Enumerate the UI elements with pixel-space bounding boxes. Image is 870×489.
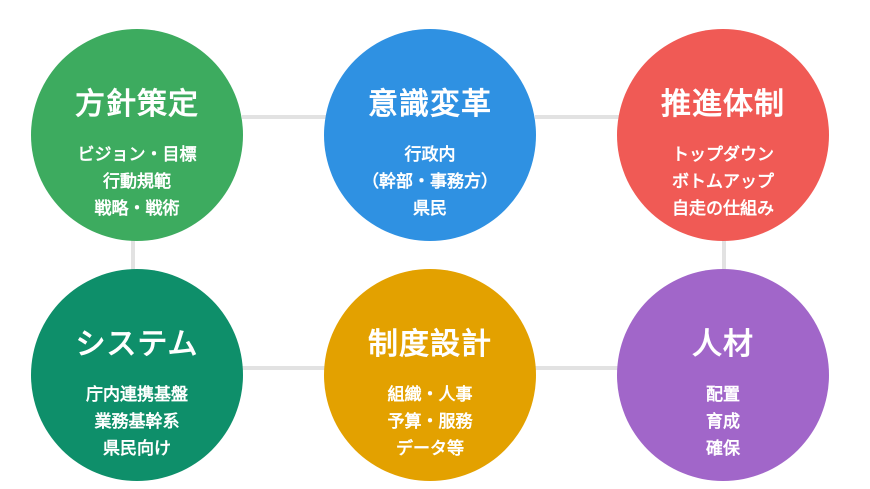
circle-title: 制度設計 — [368, 327, 492, 362]
circle-item: 組織・人事 — [387, 385, 473, 405]
circle-item: トップダウン — [672, 145, 774, 165]
circle-personnel: 人材 配置 育成 確保 — [617, 269, 829, 481]
circle-item: 自走の仕組み — [672, 199, 774, 219]
circle-item: （幹部・事務方） — [362, 172, 498, 192]
circle-title: システム — [75, 327, 199, 362]
circle-items: 組織・人事 予算・服務 データ等 — [324, 382, 536, 463]
circle-policy: 方針策定 ビジョン・目標 行動規範 戦略・戦術 — [31, 29, 243, 241]
circle-title: 人材 — [692, 327, 754, 362]
circle-institution: 制度設計 組織・人事 予算・服務 データ等 — [324, 269, 536, 481]
circle-items: 庁内連携基盤 業務基幹系 県民向け — [31, 382, 243, 463]
circle-item: 行動規範 — [103, 172, 171, 192]
circle-mindset: 意識変革 行政内 （幹部・事務方） 県民 — [324, 29, 536, 241]
circle-item: 庁内連携基盤 — [86, 385, 188, 405]
circle-item: 県民向け — [103, 439, 171, 459]
circle-structure: 推進体制 トップダウン ボトムアップ 自走の仕組み — [617, 29, 829, 241]
circle-item: 育成 — [706, 412, 740, 432]
circle-items: ビジョン・目標 行動規範 戦略・戦術 — [31, 142, 243, 223]
circle-items: 行政内 （幹部・事務方） 県民 — [324, 142, 536, 223]
circle-item: 予算・服務 — [387, 412, 473, 432]
circle-item: データ等 — [396, 439, 464, 459]
circle-items: 配置 育成 確保 — [617, 382, 829, 463]
circle-system: システム 庁内連携基盤 業務基幹系 県民向け — [31, 269, 243, 481]
circle-items: トップダウン ボトムアップ 自走の仕組み — [617, 142, 829, 223]
circle-title: 方針策定 — [75, 87, 199, 122]
circle-item: ビジョン・目標 — [77, 145, 197, 165]
circle-item: 行政内 — [404, 145, 456, 165]
circle-item: ボトムアップ — [672, 172, 774, 192]
circle-item: 業務基幹系 — [94, 412, 180, 432]
circle-item: 配置 — [706, 385, 740, 405]
circle-item: 県民 — [413, 199, 447, 219]
circle-title: 推進体制 — [661, 87, 785, 122]
circle-title: 意識変革 — [368, 87, 492, 122]
circle-item: 戦略・戦術 — [94, 199, 180, 219]
circle-item: 確保 — [706, 439, 740, 459]
